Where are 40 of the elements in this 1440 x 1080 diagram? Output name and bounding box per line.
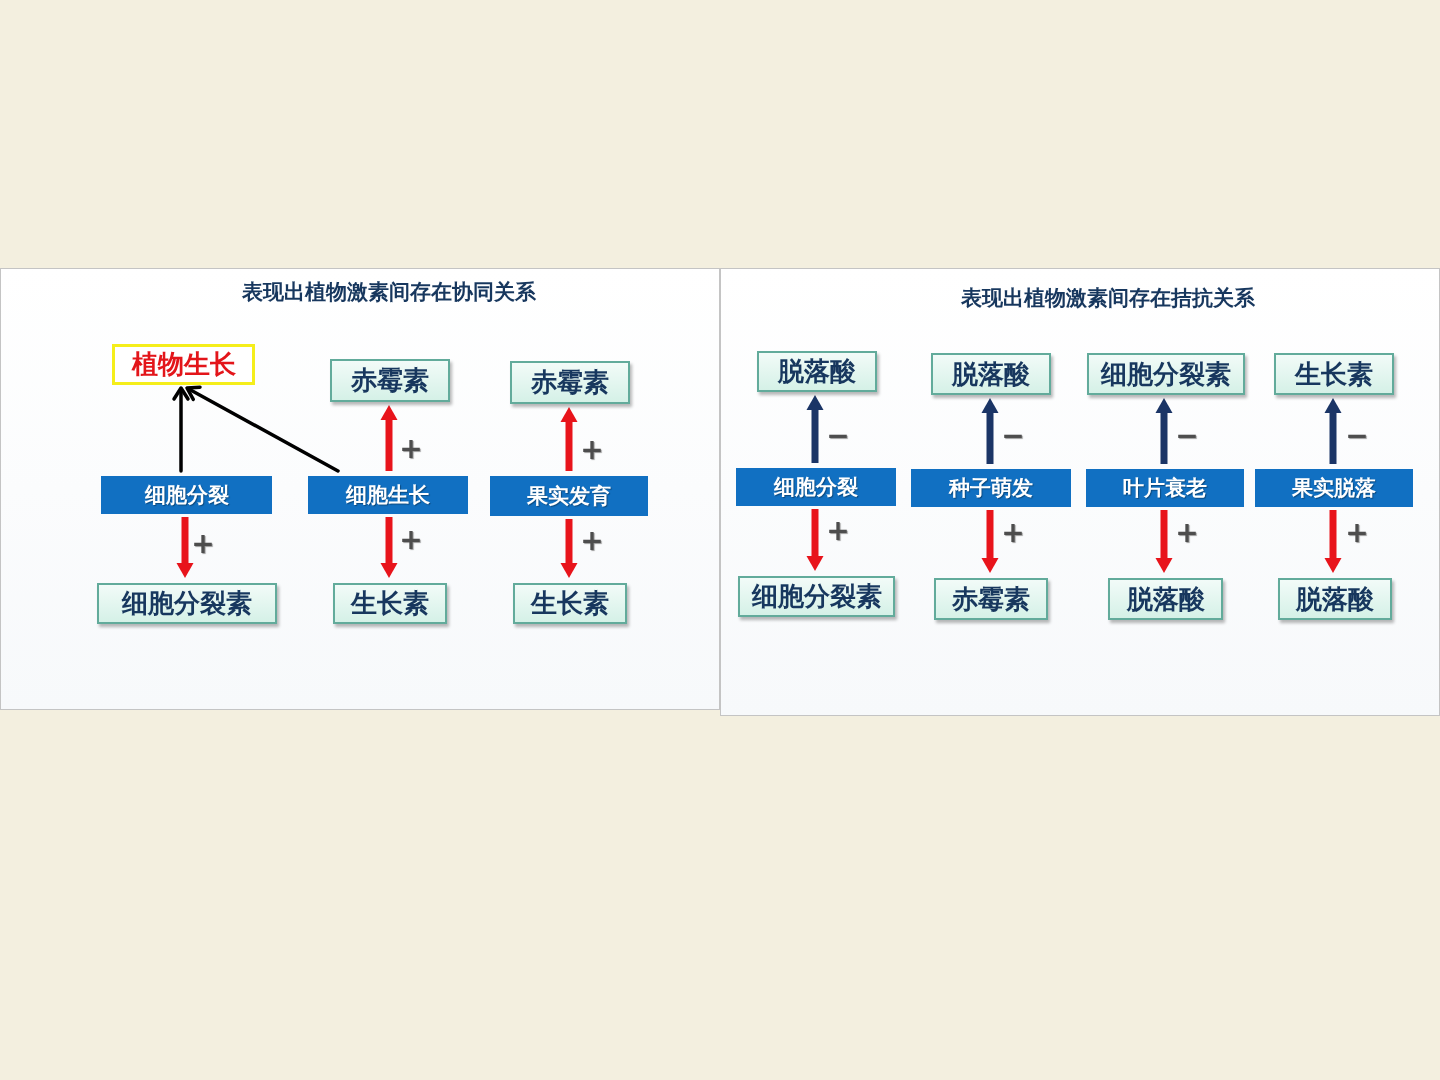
process-band: 细胞生长 xyxy=(308,476,468,514)
edge-label: + xyxy=(580,436,604,464)
edge-label: + xyxy=(1001,519,1025,547)
edge-label: + xyxy=(1345,519,1369,547)
edge-label: + xyxy=(1175,519,1199,547)
label-box: 脱落酸 xyxy=(757,351,877,392)
process-band: 果实脱落 xyxy=(1255,469,1413,507)
highlight-box: 植物生长 xyxy=(112,344,255,385)
slide-panel xyxy=(0,268,720,710)
label-box: 细胞分裂素 xyxy=(97,583,277,624)
edge-label: + xyxy=(580,527,604,555)
label-box: 细胞分裂素 xyxy=(738,576,895,617)
edge-label: − xyxy=(1001,422,1025,450)
label-box: 生长素 xyxy=(513,583,627,624)
label-box: 生长素 xyxy=(1274,353,1394,395)
edge-label: + xyxy=(399,435,423,463)
process-band: 果实发育 xyxy=(490,476,648,516)
process-band: 种子萌发 xyxy=(911,469,1071,507)
edge-label: − xyxy=(826,422,850,450)
edge-label: + xyxy=(826,517,850,545)
panel-title: 表现出植物激素间存在协同关系 xyxy=(242,278,536,306)
process-band: 细胞分裂 xyxy=(101,476,272,514)
label-box: 赤霉素 xyxy=(330,359,450,402)
edge-label: + xyxy=(191,530,215,558)
edge-label: + xyxy=(399,526,423,554)
label-box: 脱落酸 xyxy=(931,353,1051,395)
process-band: 叶片衰老 xyxy=(1086,469,1244,507)
arrow xyxy=(185,385,340,473)
process-band: 细胞分裂 xyxy=(736,468,896,506)
label-box: 脱落酸 xyxy=(1278,578,1392,620)
slide-panel xyxy=(720,268,1440,716)
edge-label: − xyxy=(1345,422,1369,450)
edge-label: − xyxy=(1175,422,1199,450)
label-box: 脱落酸 xyxy=(1108,578,1223,620)
label-box: 细胞分裂素 xyxy=(1087,353,1245,395)
panel-title: 表现出植物激素间存在拮抗关系 xyxy=(961,284,1255,312)
label-box: 赤霉素 xyxy=(934,578,1048,620)
label-box: 生长素 xyxy=(333,583,447,624)
label-box: 赤霉素 xyxy=(510,361,630,404)
arrow xyxy=(172,386,190,473)
